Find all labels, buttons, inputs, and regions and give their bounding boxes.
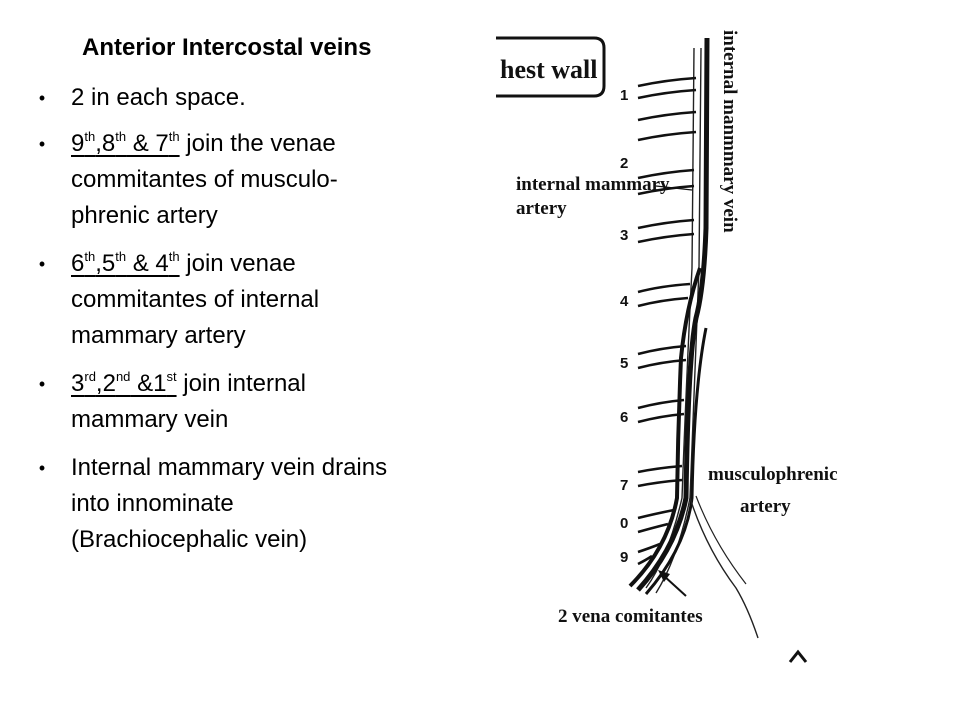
space-number: 7 xyxy=(620,477,628,494)
bullet-line: 3rd,2nd &1st join internal xyxy=(71,369,306,397)
bullet-dot: • xyxy=(38,374,46,394)
space-number: 5 xyxy=(620,355,628,372)
intercostal-vein xyxy=(637,184,695,196)
internal-mammary-artery-label: artery xyxy=(516,198,567,219)
space-number: 1 xyxy=(620,87,628,104)
bullet-line: mammary vein xyxy=(71,406,229,433)
intercostal-vein xyxy=(637,218,695,230)
bullet-dot: • xyxy=(38,134,46,154)
intercostal-vein xyxy=(637,478,683,488)
vena-comitans-1 xyxy=(628,267,702,588)
intercostal-vein xyxy=(637,542,661,554)
bullet-line: 9th,8th & 7th join the venae xyxy=(71,129,336,157)
space-number: 9 xyxy=(620,549,628,566)
bullet-dot: • xyxy=(38,458,46,478)
vena-comitans-2 xyxy=(644,327,708,595)
bullet-line: commitantes of musculo- xyxy=(71,166,338,193)
intercostal-vein xyxy=(637,554,653,566)
ordinal-group: 9th,8th & 7th xyxy=(71,129,180,157)
musculophrenic-artery-label: artery xyxy=(740,496,791,517)
vena-comitantes-label: 2 vena comitantes xyxy=(558,606,703,627)
bullet-line: phrenic artery xyxy=(71,202,218,229)
intercostal-vein xyxy=(637,232,695,244)
bullet-dot: • xyxy=(38,254,46,274)
intercostal-vein xyxy=(637,130,697,142)
arrow-head xyxy=(658,570,670,582)
intercostal-vein xyxy=(637,522,669,534)
ordinal-group: 3rd,2nd &1st xyxy=(71,369,177,397)
intercostal-vein xyxy=(637,508,675,520)
arrow-shaft xyxy=(663,575,687,597)
space-number: 0 xyxy=(620,515,628,532)
intercostal-vein xyxy=(637,110,697,122)
space-number: 2 xyxy=(620,155,628,172)
caret-mark xyxy=(788,649,808,663)
bullet-line: into innominate xyxy=(71,490,234,517)
musculophrenic-artery-edge xyxy=(695,495,747,585)
intercostal-vein xyxy=(637,76,697,88)
slide-title: Anterior Intercostal veins xyxy=(82,34,372,61)
bullet-text: 6th,5th & 4th join venae commitantes of … xyxy=(71,246,471,354)
ordinal-group: 6th,5th & 4th xyxy=(71,249,180,277)
musculophrenic-artery-label: musculophrenic xyxy=(708,464,838,485)
bullet-line: commitantes of internal xyxy=(71,286,320,313)
intercostal-vein xyxy=(637,398,685,410)
internal-mammary-vein xyxy=(636,37,710,592)
anatomy-figure: hest wall internal manmmary vein xyxy=(496,28,960,668)
intercostal-vein xyxy=(637,282,691,294)
chest-wall-label: hest wall xyxy=(500,55,598,84)
bullet-line: 2 in each space. xyxy=(71,84,246,111)
intercostal-vein xyxy=(637,412,685,424)
bullet-line: Internal mammary vein drains xyxy=(71,454,388,481)
bullet-text: 2 in each space. xyxy=(71,80,471,116)
chest-wall-box xyxy=(496,36,606,98)
bullet-line: mammary artery xyxy=(71,322,246,349)
label-pointer xyxy=(655,185,693,191)
bullet-dot: • xyxy=(38,88,46,108)
internal-mammary-vein-label: internal manmmary vein xyxy=(719,30,740,233)
space-number: 4 xyxy=(620,293,629,310)
musculophrenic-artery xyxy=(689,497,759,639)
intercostal-vein xyxy=(637,344,687,356)
intercostal-vein xyxy=(637,168,695,180)
bullet-line: (Brachiocephalic vein) xyxy=(71,526,308,553)
internal-mammary-artery-label: internal mammary xyxy=(516,174,670,195)
intercostal-vein xyxy=(637,296,689,308)
bullet-text: Internal mammary vein drains into innomi… xyxy=(71,450,471,558)
intercostal-vein xyxy=(637,358,687,370)
space-number: 3 xyxy=(620,227,628,244)
intercostal-vein xyxy=(637,88,697,100)
intercostal-vein xyxy=(637,464,683,474)
anatomy-diagram: hest wall internal manmmary vein xyxy=(496,30,838,663)
intercostal-veins xyxy=(637,76,697,566)
bullet-text: 3rd,2nd &1st join internal mammary vein xyxy=(71,366,471,438)
bullet-text: 9th,8th & 7th join the venae commitantes… xyxy=(71,126,471,234)
bullet-line: 6th,5th & 4th join venae xyxy=(71,249,296,277)
space-number: 6 xyxy=(620,409,628,426)
